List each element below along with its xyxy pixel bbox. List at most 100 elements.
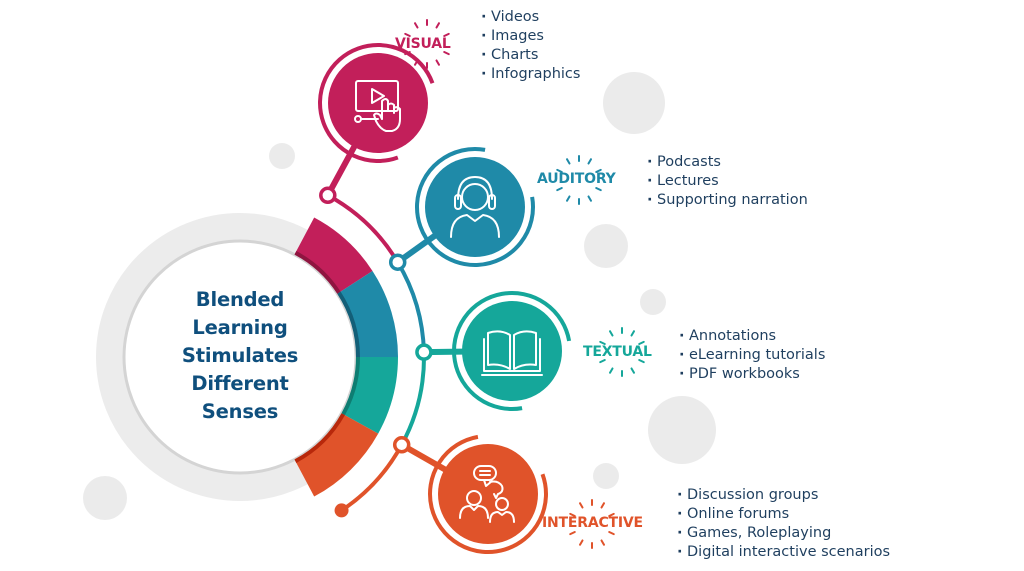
center-title-line: Stimulates [181,344,299,367]
list-item: Supporting narration [647,191,808,210]
connector-junction [388,253,407,271]
book-right-page [513,330,537,370]
hub-segment-shadow [294,413,345,463]
connector-arc-visual [325,193,400,265]
sparkle-icon [404,19,450,69]
list-item: eLearning tutorials [679,346,825,365]
list-item: Digital interactive scenarios [677,543,890,562]
book-left-page [487,330,511,370]
decor-circle [648,396,716,464]
center-title-line: Senses [201,400,279,423]
interactive-items: Discussion groups Online forums Games, R… [677,486,890,562]
list-item: Infographics [481,65,580,84]
decor-circle [83,476,127,520]
category-node-fill [438,444,538,544]
category-node-auditory [415,147,535,267]
sparkle-ray [630,367,635,374]
person-right-head [495,497,509,511]
category-node-fill [425,157,525,257]
category-node-fill [328,53,428,153]
headband-shape [457,176,493,200]
category-node-ring [452,291,572,411]
decor-circle [584,224,628,268]
sparkle-ray [609,330,614,337]
hub-segment-interactive [294,413,379,497]
connector-junction [319,186,337,205]
category-node-visual [318,43,435,163]
sparkle-ray [404,51,411,56]
screen-shape [355,80,399,112]
person-right-body [489,511,515,523]
decorative-circles [83,72,716,520]
headphones-person-icon [450,176,500,238]
decor-circle [603,72,665,134]
connector-arc-textual [399,350,426,447]
sparkle-ray [566,195,571,202]
sparkle-ray [595,187,602,192]
sparkle-ray [587,195,592,202]
connector-junction [415,343,433,361]
category-label-visual: VISUAL [395,36,451,52]
person-left-body [459,505,489,519]
decor-circle [593,463,619,489]
category-label-auditory: AUDITORY [537,171,616,187]
sparkle-ray [608,531,615,536]
category-label-textual: TEXTUAL [583,344,652,360]
sparkle-ray [579,539,584,546]
category-node-ring [415,147,535,267]
sparkle-icon [569,499,615,549]
sparkle-ray [599,340,606,345]
center-title-line: Blended [195,288,285,311]
shoulders-shape [450,214,500,238]
list-item: Podcasts [647,153,808,172]
list-item: Images [481,27,580,46]
head-shape [461,183,489,211]
sparkle-ray [556,187,563,192]
sparkle-ray [414,59,419,66]
hub-white-disc [126,243,354,471]
category-node-fill [462,301,562,401]
connector-junction [392,436,411,454]
auditory-items: Podcasts Lectures Supporting narration [647,153,808,210]
textual-items: Annotations eLearning tutorials PDF work… [679,327,825,384]
sparkle-ray [609,367,614,374]
sparkle-ray [569,512,576,517]
list-item: Discussion groups [677,486,890,505]
category-node-ring [428,434,548,554]
hub-segment-shadow [294,251,341,294]
sparkle-ray [638,359,645,364]
hub-segment-auditory [338,270,398,357]
earcup-left [454,194,462,210]
video-touch-icon [354,80,401,132]
sparkle-ray [579,502,584,509]
connector-end-dot [334,503,349,518]
play-shape [371,88,385,104]
person-left-head [466,490,482,506]
center-title: Blended Learning Stimulates Different Se… [150,286,330,426]
sparkle-icon [556,155,602,205]
central-hub [96,213,398,501]
speech-bubble-2 [483,479,504,499]
list-item: Lectures [647,172,808,191]
sparkle-ray [569,531,576,536]
list-item: Games, Roleplaying [677,524,890,543]
category-label-interactive: INTERACTIVE [542,515,643,531]
sparkle-ray [600,502,605,509]
sparkle-ray [587,158,592,165]
sparkle-ray [638,340,645,345]
open-book-icon [481,330,543,376]
decor-circle [640,289,666,315]
sparkle-ray [556,168,563,173]
sparkle-ray [608,512,615,517]
pointing-hand-shape [373,98,401,132]
list-item: Charts [481,46,580,65]
sparkle-ray [435,59,440,66]
sparkle-ray [443,51,450,56]
sparkle-ray [630,330,635,337]
book-cover [483,338,541,372]
earcup-right [488,194,496,210]
sparkle-ray [414,22,419,29]
list-item: Annotations [679,327,825,346]
list-item: PDF workbooks [679,365,825,384]
